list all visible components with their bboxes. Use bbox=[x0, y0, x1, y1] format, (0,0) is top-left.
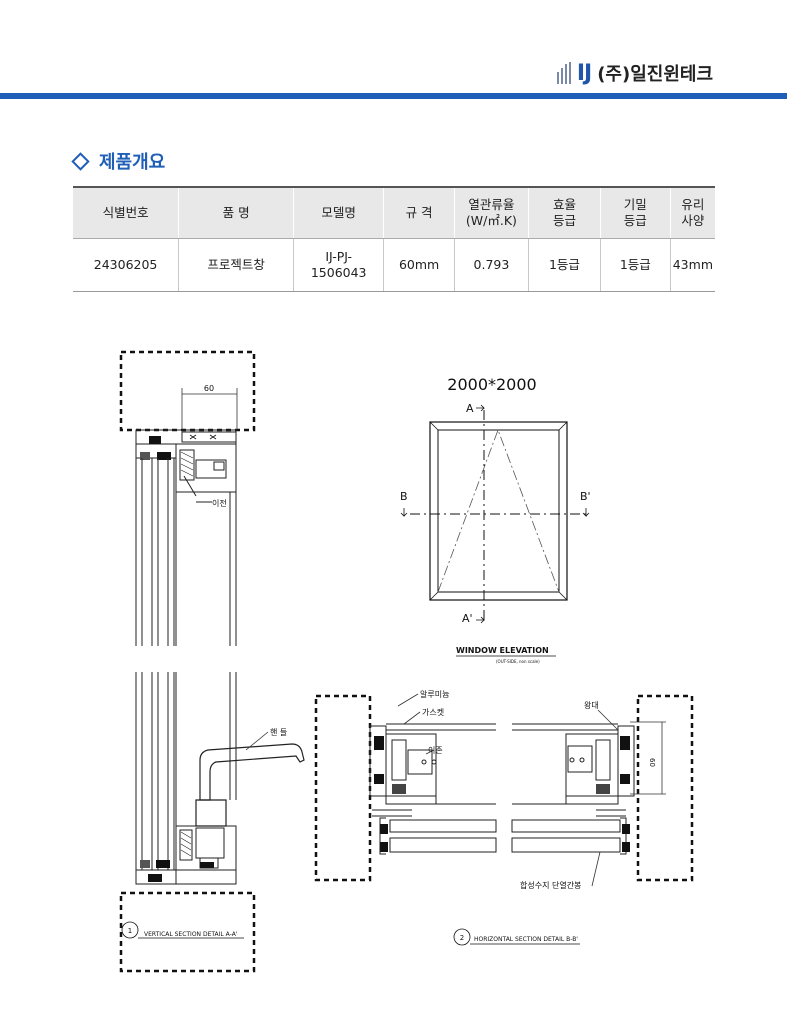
label-handle: 핸 들 bbox=[270, 727, 287, 737]
label-b-prime: B' bbox=[580, 490, 591, 503]
wall-right-dashed-box bbox=[636, 694, 694, 882]
header-spec: 규 격 bbox=[383, 186, 455, 239]
cell-id-no: 24306205 bbox=[73, 238, 179, 292]
wall-left-dashed-box bbox=[314, 694, 372, 882]
horizontal-section-drawing: 60 알루미늄 가스켓 이존 왕대 합성수지 단열간봉 2 HORIZONTAL… bbox=[314, 689, 694, 946]
technical-drawings: 60 이전 bbox=[119, 350, 694, 973]
label-a-prime: A' bbox=[462, 612, 473, 625]
elevation-caption: WINDOW ELEVATION bbox=[456, 646, 549, 655]
detail1-number: 1 bbox=[128, 927, 132, 935]
logo-bars-icon bbox=[556, 62, 571, 84]
elevation-subcaption: (OUT-SIDE, non scale) bbox=[496, 659, 540, 664]
header-product-name: 품 명 bbox=[178, 186, 294, 239]
wall-bottom-dashed-box bbox=[119, 891, 256, 973]
wall-top-dashed-box bbox=[119, 350, 256, 432]
header-u-value: 열관류율(W/㎡.K) bbox=[453, 186, 529, 239]
window-elevation-drawing: 2000*2000 A B B' A' WINDOW ELEVATION (OU… bbox=[400, 375, 591, 664]
company-logo: IJ (주)일진윈테크 bbox=[556, 60, 713, 86]
label-ijeon-horizontal: 이존 bbox=[428, 745, 443, 755]
detail2-caption: HORIZONTAL SECTION DETAIL B-B' bbox=[474, 936, 578, 943]
label-resin-spacer: 합성수지 단열간봉 bbox=[520, 880, 581, 890]
section-title: 제품개요 bbox=[99, 152, 166, 173]
header-id-no: 식별번호 bbox=[73, 186, 179, 239]
cell-efficiency: 1등급 bbox=[528, 238, 601, 292]
detail2-number: 2 bbox=[460, 934, 464, 942]
header-rule bbox=[0, 93, 787, 99]
label-ijeon-vertical: 이전 bbox=[212, 498, 227, 508]
handle-drawing bbox=[195, 743, 305, 827]
elevation-size-label: 2000*2000 bbox=[447, 375, 536, 394]
logo-mark: IJ bbox=[576, 60, 592, 86]
company-name: (주)일진윈테크 bbox=[597, 64, 713, 85]
label-gasket: 가스켓 bbox=[422, 707, 444, 717]
label-alu-bar: 알루미늄 bbox=[420, 689, 449, 699]
cell-glass: 43mm bbox=[669, 238, 715, 292]
detail1-caption: VERTICAL SECTION DETAIL A-A' bbox=[144, 931, 238, 938]
label-b: B bbox=[400, 490, 408, 503]
header-model: 모델명 bbox=[293, 186, 384, 239]
horizontal-dim-label: 60 bbox=[648, 758, 656, 767]
section-heading: 제품개요 bbox=[71, 148, 166, 174]
vertical-dim-label: 60 bbox=[204, 384, 214, 393]
cell-model: IJ-PJ-1506043 bbox=[293, 238, 384, 292]
diamond-bullet-icon bbox=[71, 151, 90, 171]
vertical-section-drawing: 60 이전 bbox=[119, 350, 305, 973]
table-row: 24306205 프로젝트창 IJ-PJ-1506043 60mm 0.793 … bbox=[73, 238, 715, 292]
cell-u-value: 0.793 bbox=[453, 238, 529, 292]
label-window-frame: 왕대 bbox=[584, 701, 599, 710]
cell-product-name: 프로젝트창 bbox=[178, 238, 294, 292]
cell-airtightness: 1등급 bbox=[599, 238, 671, 292]
cell-spec: 60mm bbox=[383, 238, 455, 292]
label-a: A bbox=[466, 402, 474, 415]
